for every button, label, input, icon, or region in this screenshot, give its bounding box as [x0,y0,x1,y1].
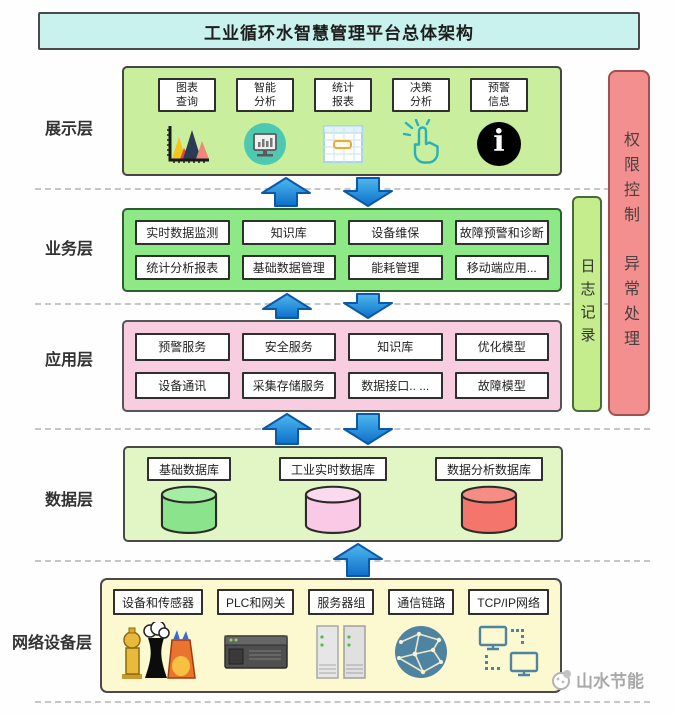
network-item: TCP/IP网络 [468,589,549,687]
application-item: 优化模型 [454,333,549,361]
page-title: 工业循环水智慧管理平台总体架构 [38,12,640,50]
display-item-label: 预警 信息 [470,78,528,113]
display-item: 决策 分析 [382,78,460,170]
spreadsheet-icon [321,117,365,170]
up-arrow [333,543,383,577]
database-cylinder-icon [460,486,518,535]
server-rack-icon [314,620,368,684]
application-item: 设备通讯 [135,371,230,399]
display-item-label: 智能 分析 [236,78,294,113]
business-item: 设备维保 [348,220,443,245]
layer-separator [35,303,650,305]
business-layer-panel: 实时数据监测 知识库 设备维保 故障预警和诊断 统计分析报表 基础数据管理 能耗… [122,208,562,292]
display-item: 统计 报表 [304,78,382,170]
layer-label-application: 应用层 [45,352,94,369]
hand-click-icon [396,117,446,170]
network-item-label: 服务器组 [308,589,375,615]
up-arrow [262,413,312,445]
layer-separator [35,188,650,190]
layer-separator [35,701,650,703]
display-item-label-line: 统计 [332,81,354,94]
display-item-label-line: 查询 [176,96,198,109]
application-item: 知识库 [348,333,443,361]
display-item-label-line: 决策 [410,81,432,94]
network-item-label: PLC和网关 [216,589,295,615]
permission-exception-bar: 权限控制 异常处理 [608,70,650,416]
layer-label-data: 数据层 [45,492,94,509]
business-item: 能耗管理 [348,255,443,280]
down-arrow [343,413,393,445]
business-item: 基础数据管理 [241,255,336,280]
display-item: 预警 信息 i [460,78,538,170]
application-item: 安全服务 [241,333,336,361]
display-item-label-line: 智能 [254,81,276,94]
database-item: 工业实时数据库 [278,457,387,536]
monitor-analysis-icon [241,117,289,170]
down-arrow [343,177,393,207]
display-item: 智能 分析 [226,78,304,170]
database-label: 数据分析数据库 [434,457,543,482]
application-item: 采集存储服务 [241,371,336,399]
network-item-label: 通信链路 [388,589,455,615]
network-item-label: 设备和传感器 [113,589,204,615]
application-item: 数据接口.. ... [348,371,443,399]
exception-handling-label: 异常处理 [621,255,638,355]
layer-label-network: 网络设备层 [12,635,93,652]
display-item: 图表 查询 [148,78,226,170]
network-item: PLC和网关 [216,589,295,687]
database-label: 基础数据库 [147,457,232,482]
network-item: 通信链路 [388,589,455,687]
layer-label-business: 业务层 [45,241,94,258]
display-item-label: 统计 报表 [314,78,372,113]
display-item-label-line: 信息 [488,96,510,109]
up-arrow [261,177,311,207]
info-icon: i [477,117,521,170]
network-item: 设备和传感器 [113,589,204,687]
display-item-label-line: 预警 [488,81,510,94]
permission-control-label: 权限控制 [621,131,638,231]
business-item: 统计分析报表 [135,255,230,280]
layer-label-display: 展示层 [45,121,94,138]
bar-chart-icon [163,117,211,170]
down-arrow [343,293,393,319]
business-item: 故障预警和诊断 [454,220,549,245]
log-record-label: 日志记录 [578,258,596,350]
network-layer-panel: 设备和传感器 [100,578,562,693]
application-item: 故障模型 [454,371,549,399]
application-layer-panel: 预警服务 安全服务 知识库 优化模型 设备通讯 采集存储服务 数据接口.. ..… [122,320,562,412]
database-cylinder-icon [304,486,362,535]
layer-separator [35,560,650,562]
network-item-label: TCP/IP网络 [468,589,549,615]
display-item-label: 图表 查询 [158,78,216,113]
plc-icon [223,620,289,684]
computer-network-icon [477,620,541,684]
globe-network-icon [393,620,449,684]
business-item: 移动端应用... [454,255,549,280]
database-label: 工业实时数据库 [278,457,387,482]
watermark-text: 山水节能 [576,672,644,691]
up-arrow [262,293,312,319]
business-item: 知识库 [241,220,336,245]
display-item-label-line: 分析 [410,96,432,109]
database-cylinder-icon [160,486,218,535]
business-item: 实时数据监测 [135,220,230,245]
display-item-label-line: 图表 [176,81,198,94]
equipment-icon [120,620,196,684]
log-record-bar: 日志记录 [572,196,602,412]
database-item: 基础数据库 [147,457,232,536]
watermark: 山水节能 [549,667,644,692]
display-layer-panel: 图表 查询 智能 分析 [122,66,562,176]
display-item-label: 决策 分析 [392,78,450,113]
brand-logo-icon [552,669,571,690]
data-layer-panel: 基础数据库 工业实时数据库 数据分析数据库 [123,446,563,542]
display-item-label-line: 报表 [332,96,354,109]
display-item-label-line: 分析 [254,96,276,109]
application-item: 预警服务 [135,333,230,361]
database-item: 数据分析数据库 [434,457,543,536]
layer-separator [35,428,650,430]
network-item: 服务器组 [308,589,375,687]
